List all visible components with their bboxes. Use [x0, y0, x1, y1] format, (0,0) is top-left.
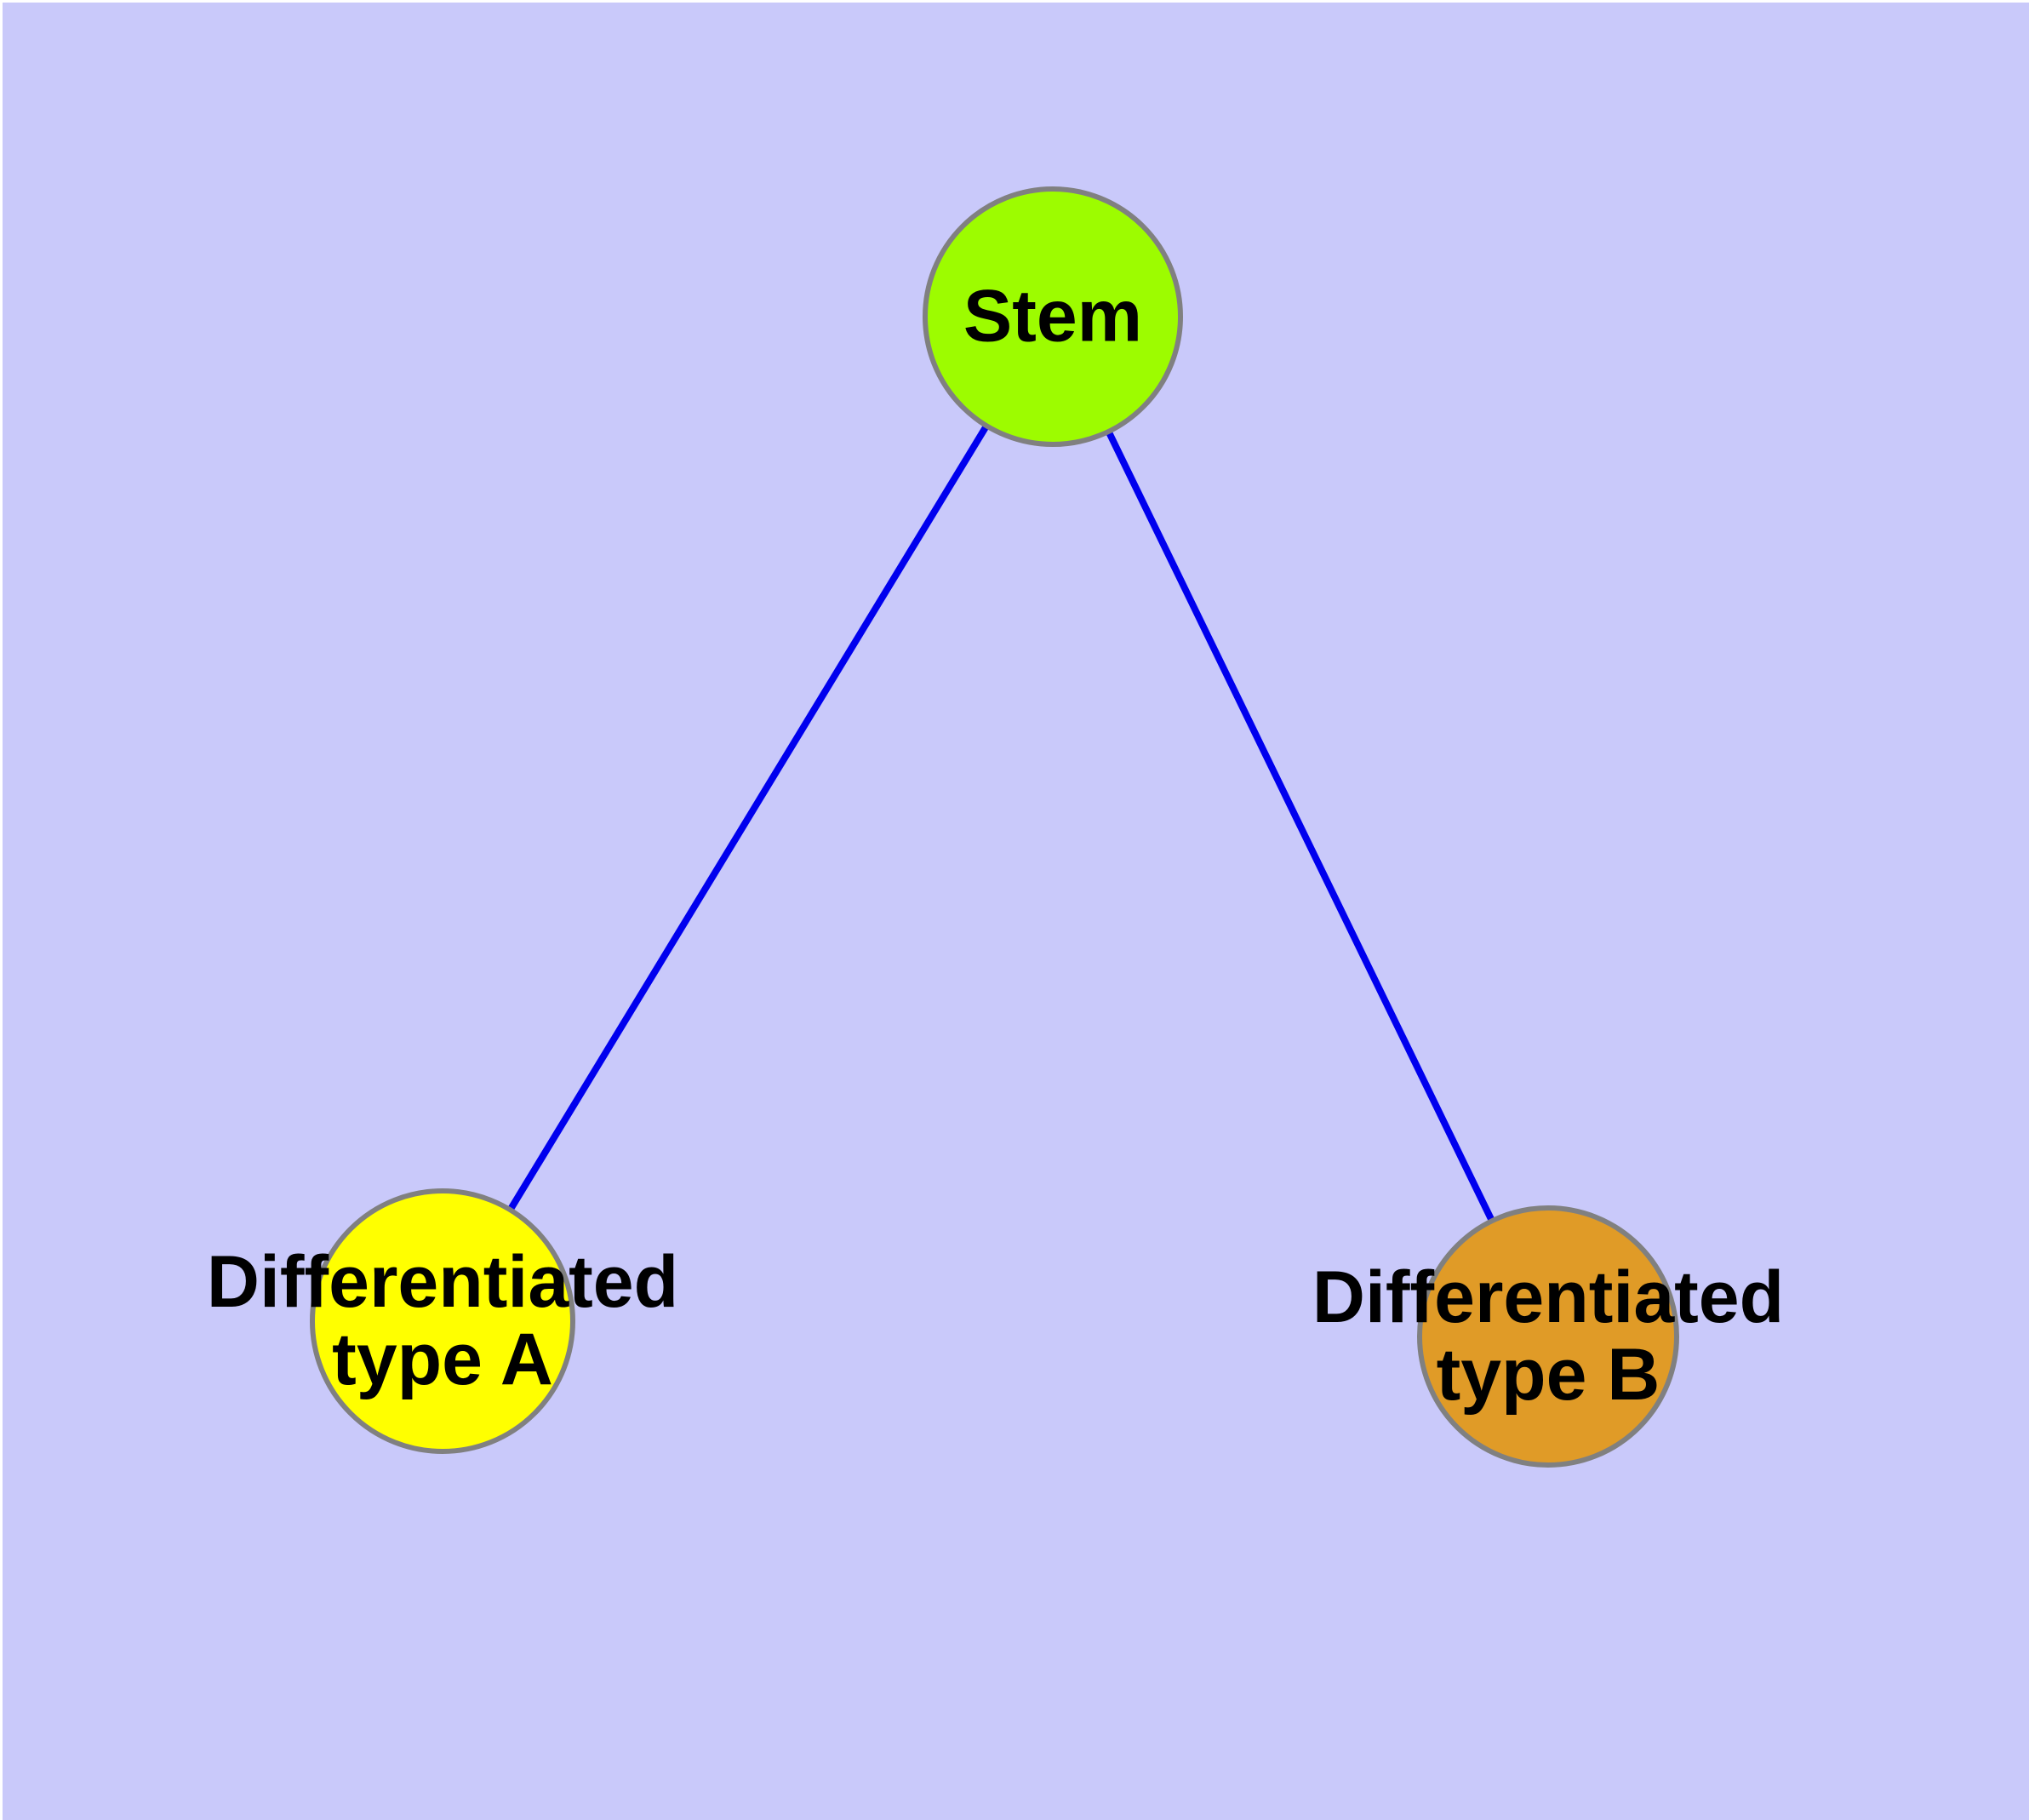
- node-diff_b[interactable]: [1417, 1205, 1679, 1468]
- node-diff_a[interactable]: [310, 1188, 575, 1454]
- edge-layer: [439, 314, 1552, 1338]
- node-stem[interactable]: [923, 186, 1183, 447]
- node-layer: [310, 186, 1679, 1468]
- edge-stem-diff-b: [1049, 315, 1552, 1338]
- edge-stem-diff-a: [439, 314, 1056, 1324]
